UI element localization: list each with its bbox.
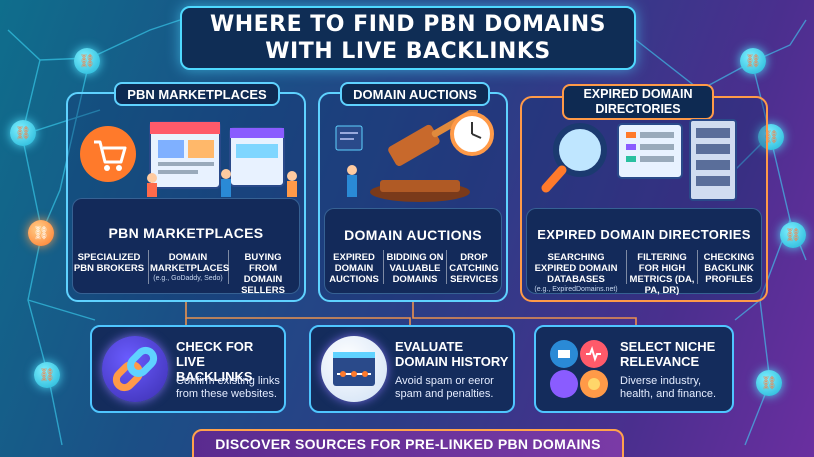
link-node-icon: ⛓ [74, 48, 100, 74]
option-buying-sellers: Buying from Domain Sellers [241, 252, 285, 296]
domain-auctions-card: Domain Auctions [324, 208, 502, 294]
feature-desc: Avoid spam or eeror spam and penalties. [395, 375, 494, 400]
footer-banner: Discover Sources for Pre-Linked PBN Doma… [192, 429, 624, 457]
feature-desc: Diverse industry, health, and finance. [620, 375, 717, 400]
link-node-icon: ⛓ [34, 362, 60, 388]
divider [626, 250, 627, 284]
title-line-1: Where to Find PBN Domains [209, 12, 607, 37]
link-node-icon: ⛓ [756, 370, 782, 396]
expired-directories-card: Expired Domain Directories [526, 208, 762, 294]
option-drop-catching: Drop Catching Services [449, 252, 499, 285]
browser-timeline-icon [321, 336, 387, 402]
card-title: Expired Domain Directories [537, 227, 751, 242]
divider [446, 250, 447, 284]
shop-illustration [80, 121, 297, 197]
option-checking-profiles: Checking Backlink Profiles [703, 252, 755, 285]
page-title: Where to Find PBN Domains with Live Back… [180, 6, 636, 70]
feature-check-backlinks: Check for Live Backlinks Confirm existin… [90, 325, 286, 413]
option-expired-auctions: Expired Domain Auctions [329, 252, 379, 285]
divider [228, 250, 229, 284]
link-node-icon: ⛓ [780, 222, 806, 248]
option-bidding-valuable: Bidding on Valuable Domains [386, 252, 444, 285]
feature-evaluate-history: Evaluate Domain History Avoid spam or ee… [309, 325, 515, 413]
option-domain-marketplaces: Domain Marketplaces (e.g., GoDaddy, Sedo… [150, 252, 230, 282]
feature-title: Evaluate Domain History [395, 339, 509, 369]
expired-directories-tag: Expired Domain Directories [562, 84, 714, 120]
title-line-2: with Live Backlinks [265, 39, 551, 64]
feature-title: Select Niche Relevance [620, 339, 716, 369]
link-node-icon: ⛓ [740, 48, 766, 74]
link-node-icon: ⛓ [28, 220, 54, 246]
option-filtering-metrics: Filtering for High Metrics (DA, PA, DR) [629, 252, 695, 296]
divider [383, 250, 384, 284]
divider [697, 250, 698, 284]
niche-grid-icon [546, 336, 612, 402]
gavel-illustration [335, 110, 494, 202]
chain-link-icon [102, 336, 168, 402]
card-title: Domain Auctions [344, 227, 482, 243]
database-illustration [541, 119, 737, 201]
feature-title: Check for Live Backlinks [176, 339, 254, 384]
feature-desc: Confirm existing links from these websit… [176, 375, 280, 400]
pbn-marketplaces-tag: PBN Marketplaces [114, 82, 280, 106]
card-title: PBN Marketplaces [108, 225, 264, 241]
feature-niche-relevance: Select Niche Relevance Diverse industry,… [534, 325, 734, 413]
domain-auctions-tag: Domain Auctions [340, 82, 490, 106]
option-searching-databases: Searching Expired Domain Databases (e.g.… [534, 252, 618, 293]
option-specialized-brokers: Specialized PBN Brokers [73, 252, 145, 274]
link-node-icon: ⛓ [10, 120, 36, 146]
divider [148, 250, 149, 284]
pbn-marketplaces-card: PBN Marketplaces [72, 198, 300, 294]
